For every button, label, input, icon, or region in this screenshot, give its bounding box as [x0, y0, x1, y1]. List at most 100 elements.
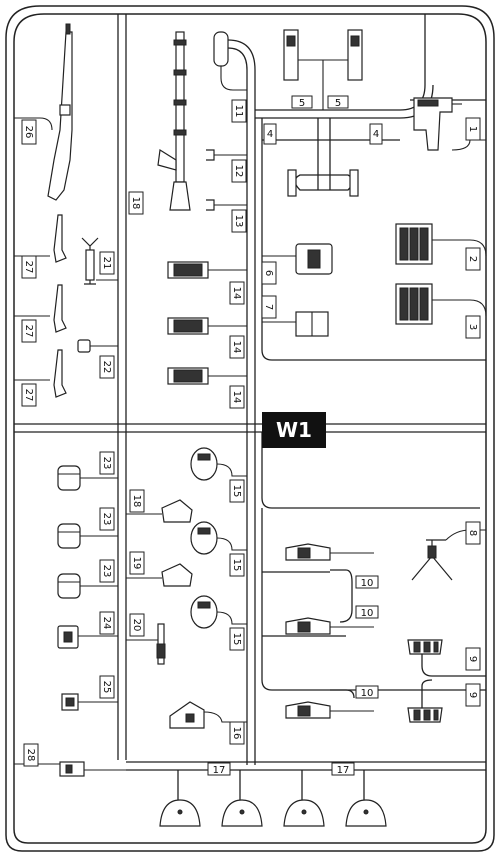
- grenade-15-c: [190, 595, 218, 629]
- runner-right-inner-frame: [261, 118, 486, 361]
- label-15-a: 15: [229, 479, 245, 503]
- svg-text:1: 1: [467, 126, 478, 132]
- label-14-b: 14: [229, 335, 245, 359]
- svg-text:23: 23: [101, 513, 112, 526]
- sprue-inner-frame: [13, 13, 487, 844]
- svg-text:14: 14: [231, 287, 242, 300]
- label-15-b: 15: [229, 553, 245, 577]
- runner-loop-10: [262, 569, 355, 699]
- ammo-box-5-left: [283, 29, 299, 81]
- label-5-b: 5: [327, 95, 349, 109]
- bipod-icon: [81, 237, 99, 285]
- label-11: 11: [231, 99, 247, 123]
- canteen-23-a: [57, 465, 81, 491]
- svg-text:20: 20: [131, 619, 142, 632]
- sprue-id-label: W1: [276, 418, 312, 442]
- pouch-24: [57, 625, 79, 649]
- label-14-c: 14: [229, 385, 245, 409]
- svg-text:10: 10: [361, 688, 374, 699]
- strap-28: [59, 761, 85, 777]
- submachine-gun-icon: [413, 97, 462, 151]
- svg-text:5: 5: [299, 98, 305, 109]
- svg-text:18: 18: [131, 495, 142, 508]
- svg-text:9: 9: [467, 656, 478, 662]
- gate-15-c: [216, 611, 247, 625]
- gate-2: [432, 239, 487, 257]
- label-15-c: 15: [229, 627, 245, 651]
- svg-text:4: 4: [267, 129, 273, 140]
- label-9-b: 9: [465, 683, 481, 707]
- svg-text:10: 10: [361, 608, 374, 619]
- post-right: [349, 169, 359, 197]
- svg-text:15: 15: [231, 559, 242, 572]
- svg-text:23: 23: [101, 565, 112, 578]
- helmet-icon: [159, 799, 387, 827]
- mg-bracket-12: [206, 149, 215, 161]
- svg-text:7: 7: [263, 304, 274, 310]
- runner-loop-9: [421, 654, 486, 708]
- tool-19: [161, 563, 193, 587]
- bipod-8: [411, 539, 453, 581]
- label-17-a: 17: [207, 762, 231, 776]
- svg-text:16: 16: [231, 727, 242, 740]
- gate-mg-drum: [220, 66, 247, 91]
- svg-text:10: 10: [361, 578, 374, 589]
- label-3: 3: [465, 315, 481, 339]
- svg-text:4: 4: [373, 129, 379, 140]
- label-17-b: 17: [331, 762, 355, 776]
- label-10-c: 10: [355, 685, 379, 699]
- label-19: 19: [129, 551, 145, 575]
- label-4-b: 4: [369, 123, 383, 145]
- canteen-23-c: [57, 573, 81, 599]
- machine-gun-icon: [157, 31, 191, 211]
- label-22: 22: [99, 355, 115, 379]
- gate-16: [203, 711, 247, 723]
- label-2: 2: [465, 247, 481, 271]
- label-24: 24: [99, 611, 115, 635]
- grenade-15-b: [190, 521, 218, 555]
- label-6: 6: [261, 261, 277, 285]
- mg-bracket-13: [206, 199, 215, 211]
- svg-text:23: 23: [101, 457, 112, 470]
- label-8: 8: [465, 521, 481, 545]
- rod-20: [156, 623, 166, 665]
- label-23-c: 23: [99, 559, 115, 583]
- label-9-a: 9: [465, 647, 481, 671]
- svg-text:19: 19: [131, 557, 142, 570]
- tool-18: [161, 499, 193, 523]
- runner-helmets: [177, 770, 365, 800]
- svg-text:11: 11: [233, 105, 244, 118]
- gate-15-a: [216, 463, 247, 477]
- svg-text:17: 17: [213, 765, 226, 776]
- label-14-a: 14: [229, 281, 245, 305]
- svg-text:12: 12: [233, 165, 244, 178]
- sprue-id-badge: [262, 412, 326, 448]
- label-23-a: 23: [99, 451, 115, 475]
- ammo-rack-9-b: [407, 707, 443, 723]
- svg-text:25: 25: [101, 681, 112, 694]
- rifle-icon: [47, 23, 73, 201]
- sprue-outer-frame: [5, 5, 495, 852]
- ammo-pouch-2: [395, 223, 433, 265]
- svg-text:6: 6: [263, 270, 274, 276]
- label-10-a: 10: [355, 575, 379, 589]
- svg-text:9: 9: [467, 692, 478, 698]
- svg-text:22: 22: [101, 361, 112, 374]
- svg-text:18: 18: [130, 197, 141, 210]
- gate-rifle: [14, 117, 53, 131]
- label-10-b: 10: [355, 605, 379, 619]
- label-18-a: 18: [128, 191, 144, 215]
- label-21: 21: [99, 251, 115, 275]
- holster-16: [169, 701, 205, 729]
- label-27-b: 27: [21, 319, 37, 343]
- label-16: 16: [229, 721, 245, 745]
- svg-text:15: 15: [231, 633, 242, 646]
- gate-3: [432, 299, 487, 317]
- svg-text:8: 8: [467, 530, 478, 536]
- label-13: 13: [231, 209, 247, 233]
- label-7: 7: [261, 295, 277, 319]
- label-28: 28: [23, 743, 39, 767]
- svg-text:27: 27: [23, 389, 34, 402]
- ammo-pouch-3: [395, 283, 433, 325]
